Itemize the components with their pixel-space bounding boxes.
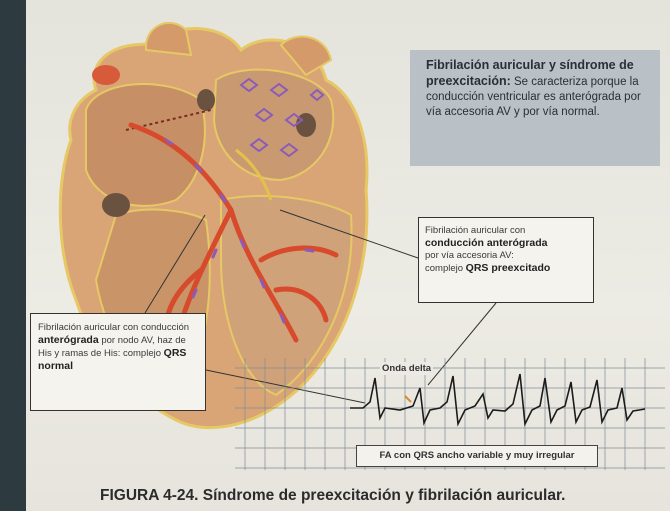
callout-bold-text: anterógrada — [38, 334, 99, 346]
book-spine — [0, 0, 26, 511]
onda-delta-label: Onda delta — [380, 362, 433, 375]
callout-accessory-pathway: Fibrilación auricular con conducción ant… — [418, 217, 594, 303]
callout-text: por vía accesoria AV: — [425, 250, 514, 261]
figure-caption: FIGURA 4-24. Síndrome de preexcitación y… — [100, 487, 660, 505]
ecg-trace — [350, 374, 645, 424]
delta-wave-marker — [405, 396, 411, 402]
callout-text: complejo — [425, 263, 466, 274]
ecg-caption: FA con QRS ancho variable y muy irregula… — [356, 445, 598, 467]
callout-av-node: Fibrilación auricular con conducción ant… — [30, 313, 206, 411]
right-atrium — [86, 84, 205, 206]
callout-text: Fibrilación auricular con conducción — [38, 322, 189, 333]
valve-opening — [197, 89, 215, 111]
callout-bold-text: conducción anterógrada — [425, 237, 548, 249]
callout-bold-text: QRS preexcitado — [466, 262, 551, 274]
valve-opening — [102, 193, 130, 217]
sinus-node — [92, 65, 120, 85]
callout-text: Fibrilación auricular con — [425, 225, 525, 236]
info-box: Fibrilación auricular y síndrome de pree… — [410, 50, 660, 166]
aorta — [146, 23, 191, 55]
